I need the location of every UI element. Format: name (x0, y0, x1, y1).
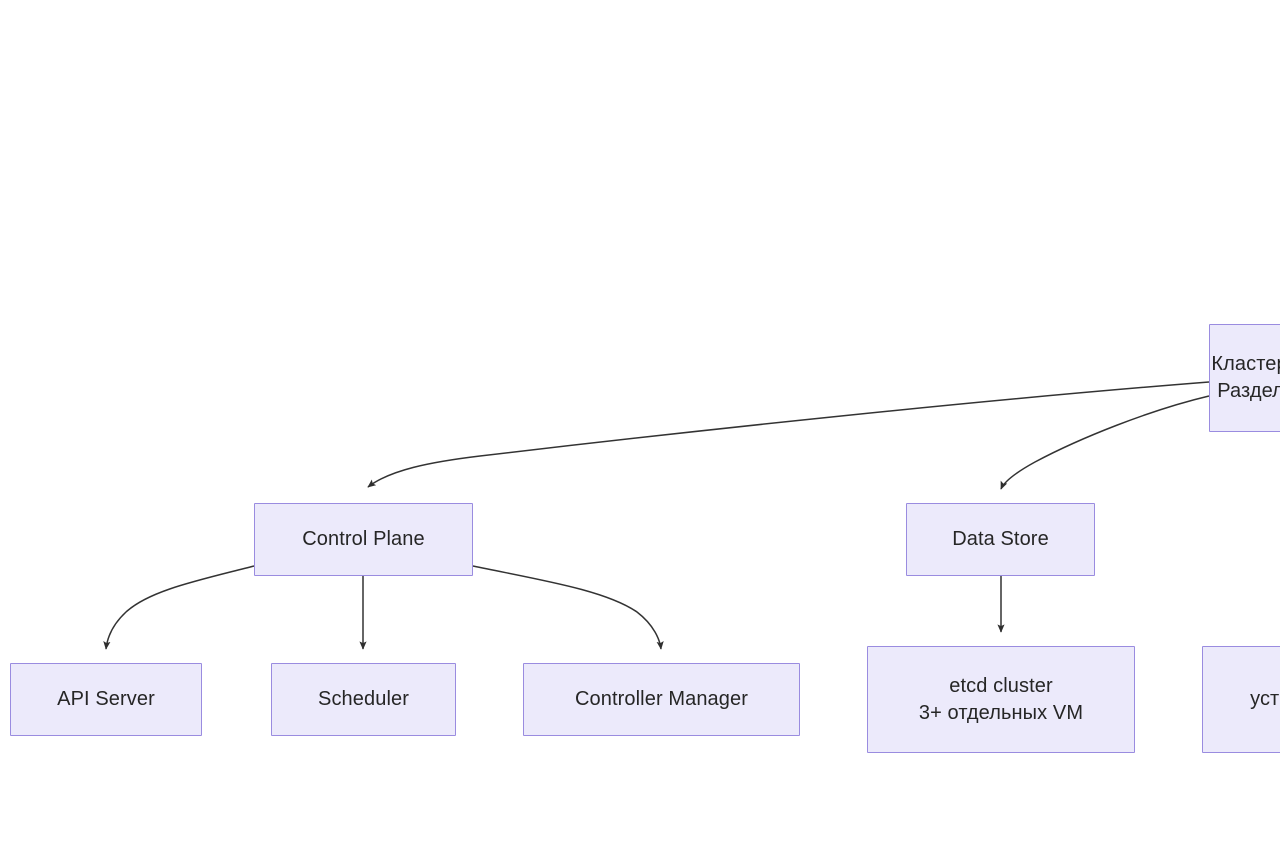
node-control-plane-label: Control Plane (302, 528, 425, 550)
edge-root-to-data-store (1000, 395, 1210, 490)
node-control-plane[interactable]: Control Plane (254, 503, 473, 576)
node-api-server-label: API Server (57, 688, 155, 710)
node-scheduler-label: Scheduler (318, 688, 409, 710)
node-data-store[interactable]: Data Store (906, 503, 1095, 576)
node-etcd-cluster-line-1: etcd cluster (949, 674, 1053, 697)
node-root[interactable]: Кластер Kubernetes Разделение ролей (1209, 324, 1280, 432)
node-root-line-1: Кластер Kubernetes (1211, 353, 1280, 375)
node-root-line-2: Разделение ролей (1217, 380, 1280, 402)
edge-control-plane-to-controller-manager (472, 565, 664, 650)
edge-root-to-control-plane (367, 381, 1210, 488)
node-worker-nodes[interactable]: установка (1202, 646, 1280, 753)
node-scheduler[interactable]: Scheduler (271, 663, 456, 736)
node-controller-manager-label: Controller Manager (575, 688, 748, 710)
node-data-store-label: Data Store (952, 528, 1049, 550)
node-api-server[interactable]: API Server (10, 663, 202, 736)
node-etcd-cluster-line-2: 3+ отдельных VM (918, 701, 1084, 724)
node-worker-nodes-label: установка (1250, 688, 1280, 710)
node-etcd-cluster[interactable]: etcd cluster 3+ отдельных VM (867, 646, 1135, 753)
node-controller-manager[interactable]: Controller Manager (523, 663, 800, 736)
edge-control-plane-to-api-server (103, 565, 255, 650)
